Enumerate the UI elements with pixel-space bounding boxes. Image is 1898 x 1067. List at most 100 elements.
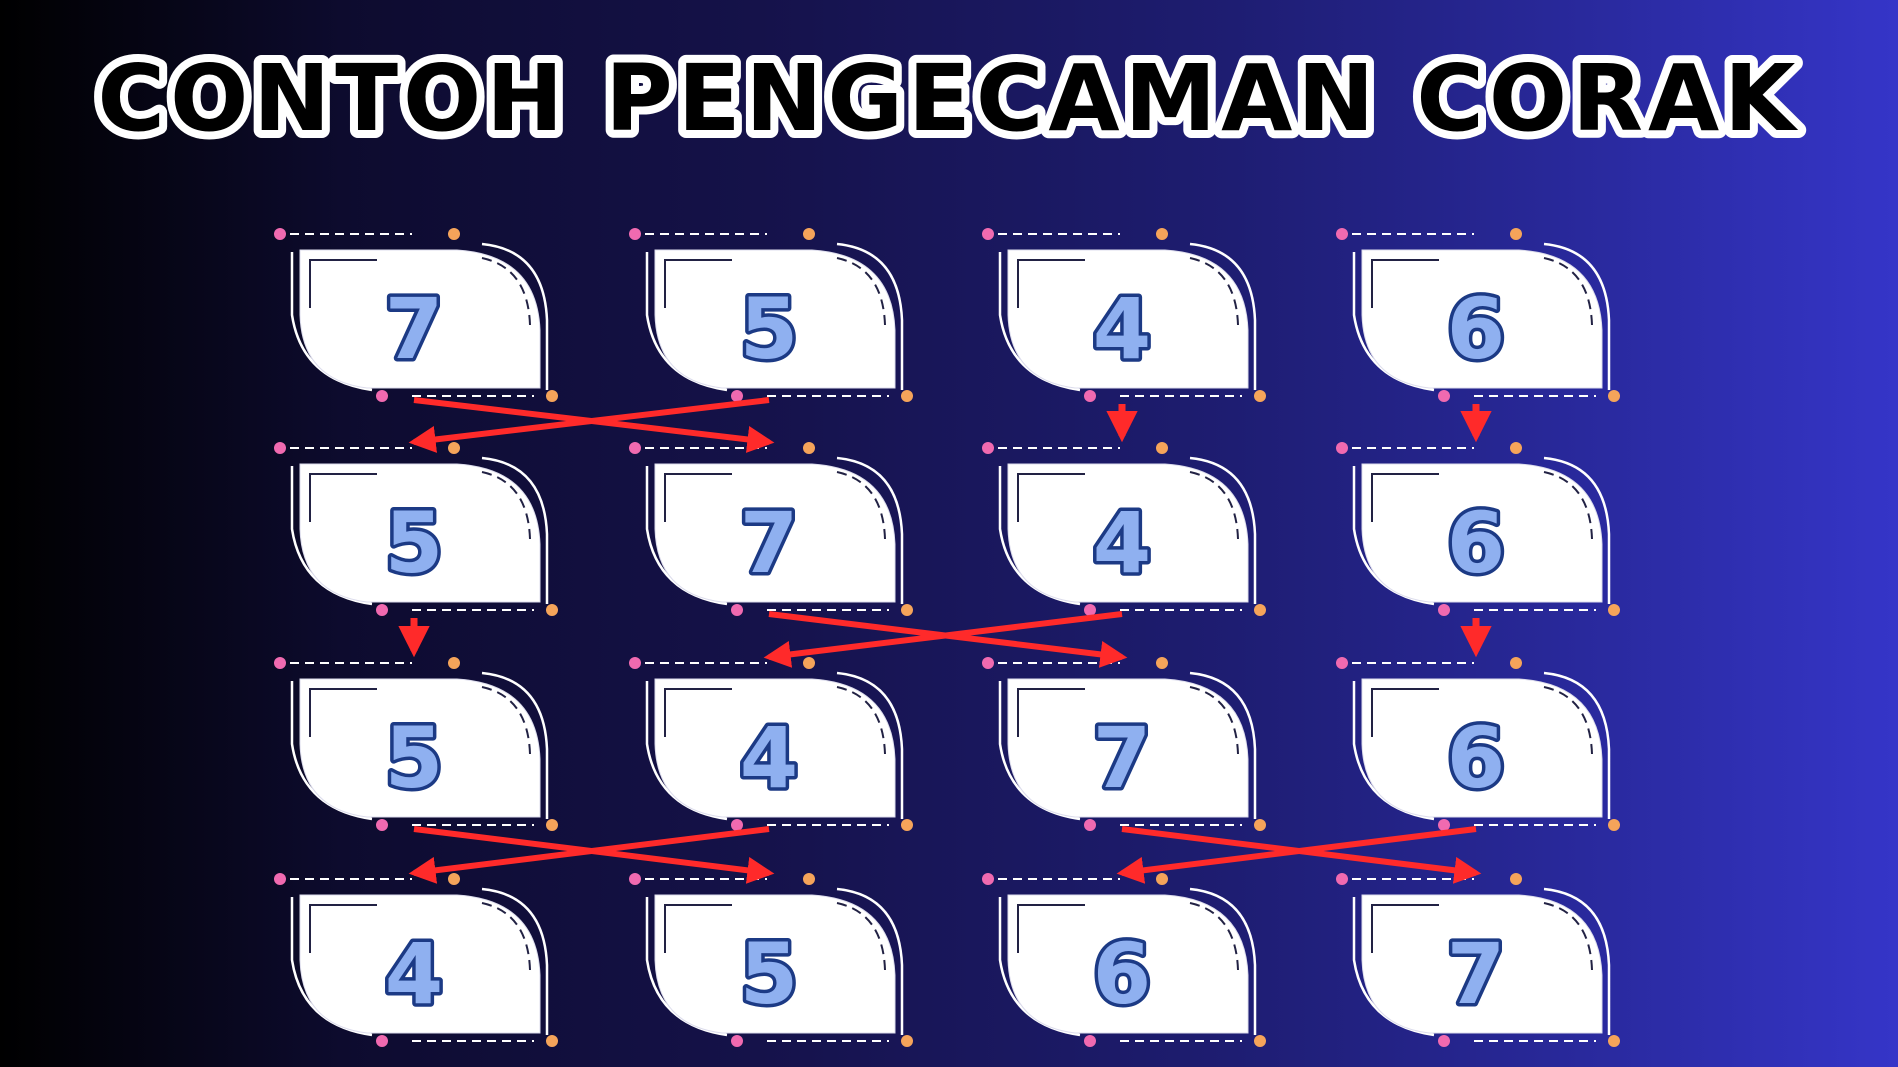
card-dot <box>629 228 641 240</box>
card-body <box>654 678 896 818</box>
card-digit: 6 <box>1447 709 1505 807</box>
card-inner-corner <box>1371 259 1439 308</box>
number-card: 4 <box>629 657 913 831</box>
card-body <box>1361 463 1603 603</box>
card-inner-dash <box>1543 686 1593 755</box>
card-dot <box>1084 819 1096 831</box>
card-dot <box>1156 657 1168 669</box>
number-card: 6 <box>982 873 1266 1047</box>
card-dot <box>803 657 815 669</box>
card-dot <box>1254 390 1266 402</box>
card-dot <box>803 442 815 454</box>
card-inner-dash <box>481 471 531 540</box>
card-inner-corner <box>1017 904 1085 953</box>
card-frame-right <box>1189 671 1257 819</box>
card-dot <box>731 604 743 616</box>
card-frame-right <box>1189 887 1257 1035</box>
card-inner-corner <box>1017 473 1085 522</box>
number-card: 6 <box>1336 657 1620 831</box>
card-dot <box>1608 604 1620 616</box>
card-inner-dash <box>1543 257 1593 326</box>
card-dot <box>901 604 913 616</box>
card-digit: 4 <box>1093 494 1151 592</box>
card-digit: 7 <box>740 494 798 592</box>
card-dot <box>803 873 815 885</box>
card-frame-right <box>1543 671 1611 819</box>
card-inner-dash <box>481 686 531 755</box>
card-dot <box>376 604 388 616</box>
card-body <box>299 249 541 389</box>
card-dot <box>1510 657 1522 669</box>
card-digit: 7 <box>1447 925 1505 1023</box>
number-card: 4 <box>982 228 1266 402</box>
card-digit: 7 <box>1093 709 1151 807</box>
card-digit: 7 <box>385 280 443 378</box>
card-frame-right <box>1189 456 1257 604</box>
number-card: 7 <box>274 228 558 402</box>
number-card: 5 <box>274 442 558 616</box>
number-card: 7 <box>629 442 913 616</box>
card-dot <box>1438 390 1450 402</box>
card-digit: 5 <box>740 925 798 1023</box>
card-frame-right <box>481 242 549 390</box>
card-dot <box>546 604 558 616</box>
card-dot <box>448 442 460 454</box>
card-dot <box>376 390 388 402</box>
card-frame-right <box>481 887 549 1035</box>
card-frame-right <box>481 671 549 819</box>
card-dot <box>629 657 641 669</box>
card-inner-corner <box>664 688 732 737</box>
card-dot <box>1084 604 1096 616</box>
swap-arrow <box>408 397 770 453</box>
card-dot <box>901 1035 913 1047</box>
card-inner-corner <box>1371 473 1439 522</box>
card-inner-dash <box>836 471 886 540</box>
card-dot <box>376 819 388 831</box>
card-dot <box>1510 228 1522 240</box>
card-inner-corner <box>309 473 377 522</box>
card-dot <box>448 873 460 885</box>
card-body <box>1007 249 1249 389</box>
number-card: 4 <box>982 442 1266 616</box>
card-inner-corner <box>309 259 377 308</box>
card-dot <box>448 657 460 669</box>
card-dot <box>1336 873 1348 885</box>
card-dot <box>731 390 743 402</box>
number-card: 6 <box>1336 442 1620 616</box>
card-dot <box>629 442 641 454</box>
card-frame-right <box>1543 456 1611 604</box>
card-body <box>1361 249 1603 389</box>
card-frame-right <box>836 887 904 1035</box>
number-card: 7 <box>982 657 1266 831</box>
page-title-group: CONTOH PENGECAMAN CORAK CONTOH PENGECAMA… <box>90 37 1804 160</box>
card-dot <box>1438 604 1450 616</box>
card-digit: 5 <box>385 494 443 592</box>
card-dot <box>982 873 994 885</box>
card-dot <box>274 657 286 669</box>
card-body <box>1361 678 1603 818</box>
card-inner-corner <box>309 904 377 953</box>
card-body <box>1361 894 1603 1034</box>
card-dot <box>546 1035 558 1047</box>
card-inner-dash <box>836 686 886 755</box>
card-digit: 4 <box>1093 280 1151 378</box>
card-dot <box>448 228 460 240</box>
card-body <box>1007 463 1249 603</box>
card-body <box>299 678 541 818</box>
number-card: 4 <box>274 873 558 1047</box>
card-dot <box>1336 442 1348 454</box>
number-card: 5 <box>629 873 913 1047</box>
card-dot <box>1156 228 1168 240</box>
card-inner-dash <box>1543 471 1593 540</box>
card-body <box>299 894 541 1034</box>
card-frame-right <box>836 242 904 390</box>
card-body <box>299 463 541 603</box>
card-dot <box>546 819 558 831</box>
card-digit: 4 <box>740 709 798 807</box>
card-dot <box>731 819 743 831</box>
card-dot <box>1156 442 1168 454</box>
card-body <box>654 894 896 1034</box>
card-dot <box>982 442 994 454</box>
